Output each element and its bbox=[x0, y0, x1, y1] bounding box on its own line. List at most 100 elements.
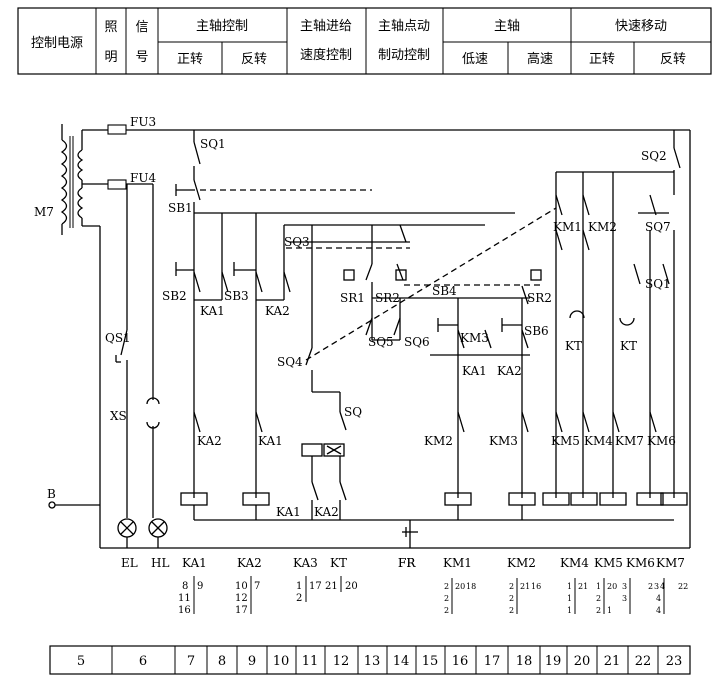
label-sq7: SQ7 bbox=[645, 220, 671, 234]
footer-cell-17: 17 bbox=[484, 654, 501, 669]
terminal-b bbox=[48, 501, 56, 509]
bottom-label-km7: KM7 bbox=[656, 556, 685, 570]
label-sb3: SB3 bbox=[224, 289, 249, 303]
label-sq1-right: SQ1 bbox=[645, 277, 671, 291]
xref-ka2-1: 10 bbox=[235, 581, 248, 592]
xref-km5-3: 3 bbox=[622, 582, 627, 591]
xref-km4-2: 21 bbox=[578, 582, 588, 591]
label-km2: KM2 bbox=[424, 434, 453, 448]
header-rapid-forward: 正转 bbox=[589, 52, 615, 67]
footer-cell-5: 5 bbox=[77, 654, 85, 669]
xref-km2-1: 2 bbox=[509, 582, 514, 591]
xref-km4-4: 1 bbox=[567, 594, 572, 603]
xref-km6-3: 4 bbox=[660, 582, 665, 591]
xref-km6-1: 2 bbox=[648, 582, 653, 591]
footer-cell-14: 14 bbox=[393, 654, 410, 669]
label-qs1: QS1 bbox=[105, 331, 131, 345]
label-sq2: SQ2 bbox=[641, 149, 667, 163]
label-ka2-d: KA2 bbox=[314, 505, 339, 519]
footer-cell-23: 23 bbox=[666, 654, 683, 669]
label-sq6: SQ6 bbox=[404, 335, 430, 349]
label-sb6: SB6 bbox=[524, 324, 549, 338]
header-high-speed: 高速 bbox=[527, 51, 553, 67]
bottom-label-km5: KM5 bbox=[594, 556, 623, 570]
label-km1-contact: KM1 bbox=[553, 220, 582, 234]
header-spindle: 主轴 bbox=[494, 19, 520, 34]
xref-km2-3: 16 bbox=[531, 582, 541, 591]
label-sq5: SQ5 bbox=[368, 335, 394, 349]
footer-cell-8: 8 bbox=[218, 654, 226, 669]
footer-numbers: 5 6 7 8 9 10 11 12 13 14 15 16 17 18 19 … bbox=[77, 654, 682, 669]
xref-ka2-4: 17 bbox=[235, 605, 248, 616]
component-labels: FU3 FU4 M7 SQ1 SQ2 SB1 SQ3 KM1 KM2 SQ7 S… bbox=[34, 115, 676, 570]
contact-cross-references bbox=[193, 576, 665, 614]
label-sr2: SR2 bbox=[375, 291, 400, 305]
xref-km1-3: 18 bbox=[466, 582, 476, 591]
xref-ka2-3: 12 bbox=[235, 593, 248, 604]
label-xs: XS bbox=[110, 409, 127, 423]
label-fu4: FU4 bbox=[130, 171, 156, 185]
header-spindle-control: 主轴控制 bbox=[196, 19, 248, 34]
footer-strip bbox=[49, 645, 691, 675]
circuit-wiring bbox=[48, 124, 691, 549]
header-lighting-2: 明 bbox=[104, 50, 117, 65]
xref-km2-5: 2 bbox=[509, 606, 514, 615]
xref-km5-4: 2 bbox=[596, 606, 601, 615]
xref-km1-5: 2 bbox=[444, 606, 449, 615]
footer-cell-20: 20 bbox=[574, 654, 591, 669]
xref-km4-3: 2 bbox=[596, 594, 601, 603]
header-rapid-reverse: 反转 bbox=[660, 52, 686, 67]
footer-cell-18: 18 bbox=[516, 654, 533, 669]
label-ka1-b: KA1 bbox=[462, 364, 487, 378]
socket-xs bbox=[146, 397, 160, 405]
bottom-label-el: EL bbox=[121, 556, 138, 570]
label-sr1: SR1 bbox=[340, 291, 365, 305]
label-km6: KM6 bbox=[647, 434, 676, 448]
footer-cell-16: 16 bbox=[452, 654, 469, 669]
bottom-label-ka1: KA1 bbox=[182, 556, 207, 570]
label-km5: KM5 bbox=[551, 434, 580, 448]
bottom-label-fr: FR bbox=[398, 556, 416, 570]
footer-cell-9: 9 bbox=[248, 654, 256, 669]
label-sb2: SB2 bbox=[162, 289, 187, 303]
xref-kt-1: 21 bbox=[325, 581, 338, 592]
xref-ka1-2: 9 bbox=[197, 581, 203, 592]
xref-km7-1: 22 bbox=[678, 582, 688, 591]
label-m7: M7 bbox=[34, 205, 54, 219]
label-fu3: FU3 bbox=[130, 115, 156, 129]
label-ka1-d: KA1 bbox=[276, 505, 301, 519]
xref-km5-1: 1 bbox=[596, 582, 601, 591]
footer-cell-22: 22 bbox=[635, 654, 652, 669]
xref-km5-5: 3 bbox=[622, 594, 627, 603]
xref-ka2-2: 7 bbox=[254, 581, 260, 592]
bottom-label-km2: KM2 bbox=[507, 556, 536, 570]
label-ka1-c: KA1 bbox=[258, 434, 283, 448]
bottom-label-km6: KM6 bbox=[626, 556, 655, 570]
header-forward: 正转 bbox=[177, 52, 203, 67]
label-sq4: SQ4 bbox=[277, 355, 303, 369]
header-signal-1: 信 bbox=[135, 20, 148, 35]
header-control-power: 控制电源 bbox=[31, 36, 83, 51]
xref-km1-1: 2 bbox=[444, 582, 449, 591]
label-ka2-c: KA2 bbox=[197, 434, 222, 448]
footer-cell-21: 21 bbox=[604, 654, 621, 669]
xref-km5-6: 1 bbox=[607, 606, 612, 615]
footer-cell-12: 12 bbox=[333, 654, 350, 669]
xref-ka3-3: 2 bbox=[296, 593, 302, 604]
transformer-secondary-coil-1 bbox=[77, 149, 84, 181]
label-ka2-b: KA2 bbox=[497, 364, 522, 378]
footer-cell-11: 11 bbox=[302, 654, 319, 669]
bottom-label-km1: KM1 bbox=[443, 556, 472, 570]
bottom-label-kt: KT bbox=[330, 556, 347, 570]
xref-km4-5: 1 bbox=[567, 606, 572, 615]
footer-cell-10: 10 bbox=[273, 654, 290, 669]
xref-km2-4: 2 bbox=[509, 594, 514, 603]
transformer-primary-coil bbox=[60, 139, 68, 225]
header-reverse: 反转 bbox=[241, 52, 267, 67]
label-km7: KM7 bbox=[615, 434, 644, 448]
header-table bbox=[17, 7, 712, 75]
xref-km2-2: 21 bbox=[520, 582, 530, 591]
label-km2-contact: KM2 bbox=[588, 220, 617, 234]
label-km4: KM4 bbox=[584, 434, 613, 448]
